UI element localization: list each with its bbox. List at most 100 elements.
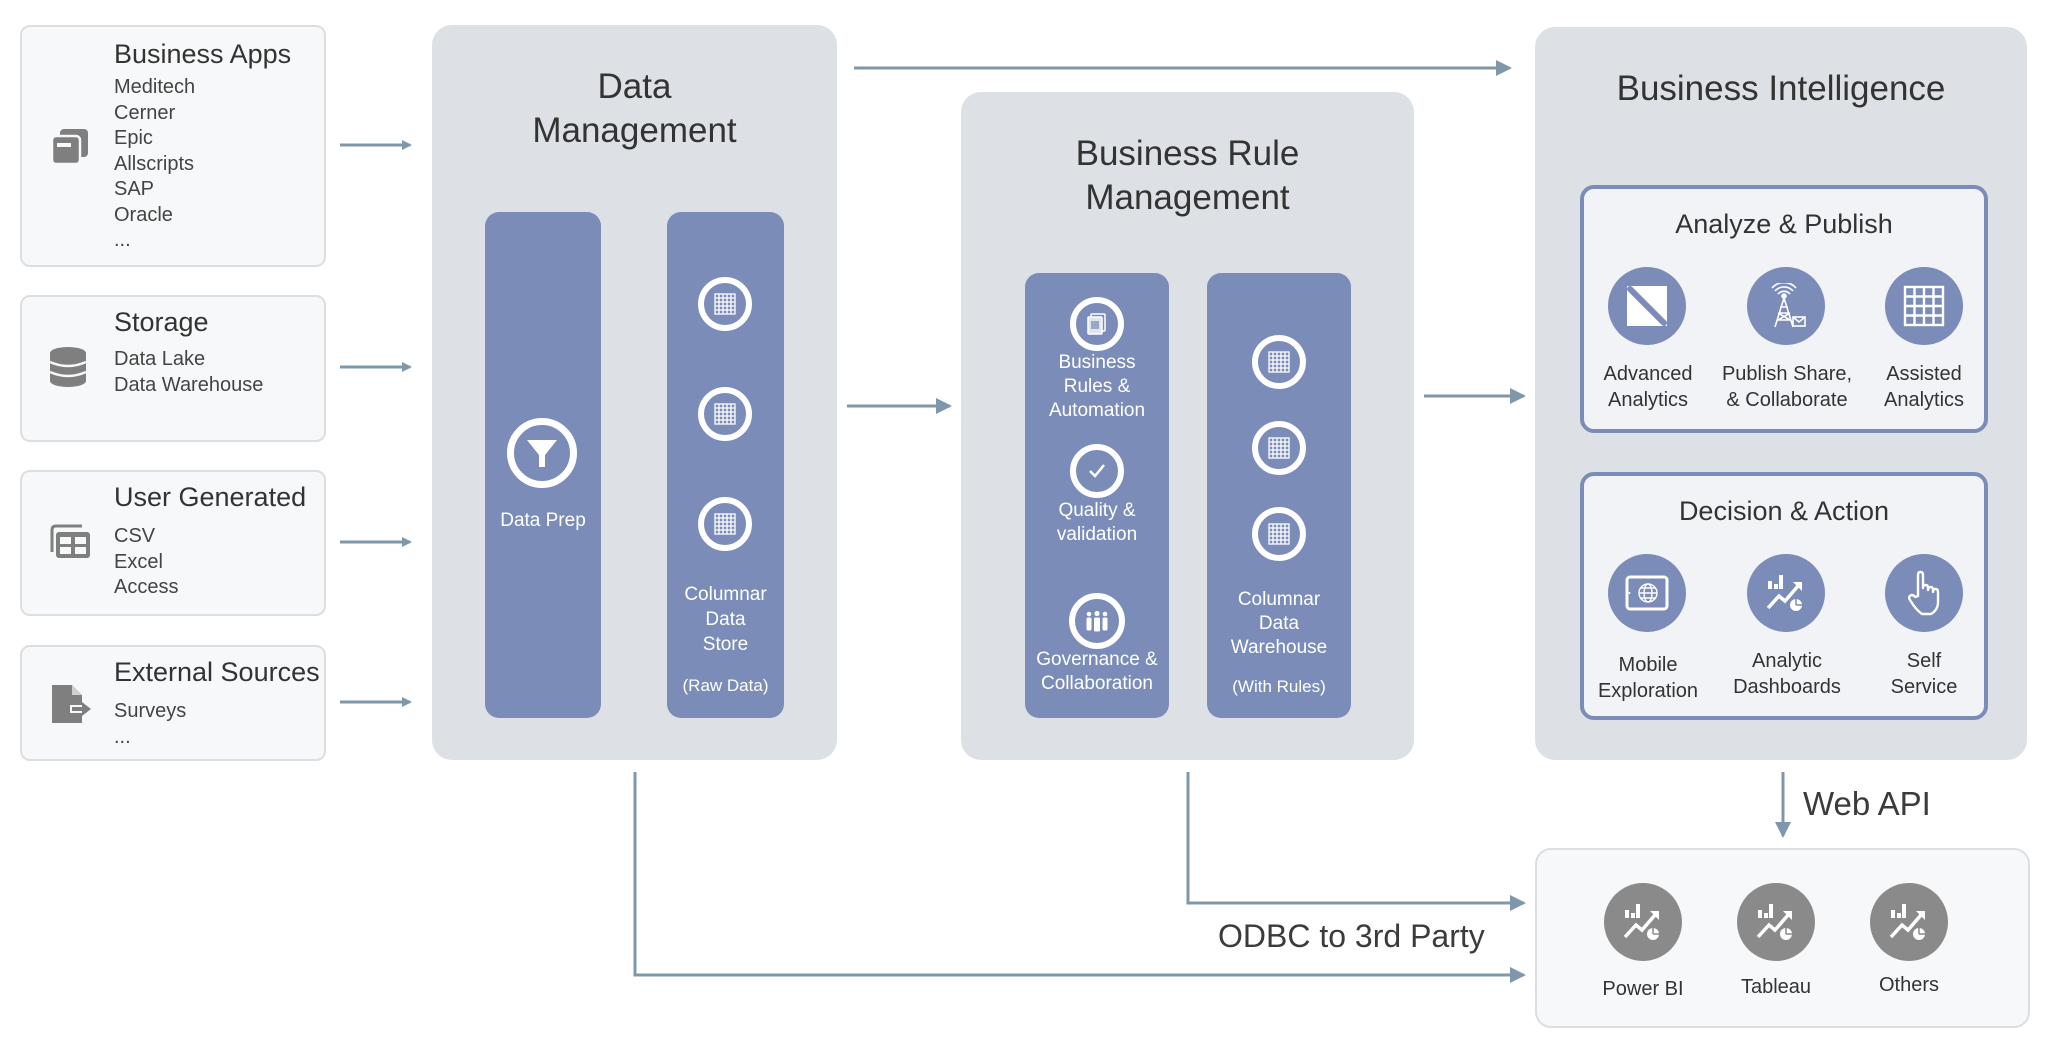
label-line: Governance & bbox=[1036, 649, 1158, 670]
with-rules-note: (With Rules) bbox=[1232, 677, 1326, 696]
table-grid-icon bbox=[1252, 421, 1306, 475]
label-line: Advanced bbox=[1603, 363, 1693, 385]
label-line: Exploration bbox=[1597, 680, 1699, 702]
label-line: Analytics bbox=[1883, 389, 1965, 411]
source-items: Surveys ... bbox=[114, 699, 186, 750]
label-line: Collaboration bbox=[1041, 673, 1153, 694]
data-prep-column: Data Prep bbox=[485, 212, 601, 718]
source-item: Cerner bbox=[114, 101, 176, 124]
source-title: External Sources bbox=[114, 657, 320, 687]
source-item: Oracle bbox=[114, 203, 173, 226]
label-line: Warehouse bbox=[1230, 637, 1328, 658]
odbc-label: ODBC to 3rd Party bbox=[1218, 918, 1485, 954]
label-line: Assisted bbox=[1886, 363, 1962, 385]
file-export-icon bbox=[52, 685, 91, 723]
source-title: Storage bbox=[114, 307, 209, 337]
label-line: validation bbox=[1056, 524, 1138, 545]
panel-title-line: Management bbox=[1085, 178, 1290, 217]
label-line: Data bbox=[1258, 613, 1300, 634]
label-line: Columnar bbox=[684, 584, 767, 605]
source-items: Meditech Cerner Epic Allscripts SAP Orac… bbox=[114, 75, 195, 254]
label-line: Analytics bbox=[1607, 389, 1689, 411]
table-grid-icon bbox=[1252, 335, 1306, 389]
arrow-brm-odbc bbox=[1186, 772, 1526, 911]
columnar-data-store-column: Columnar Data Store (Raw Data) bbox=[667, 212, 784, 718]
panel-title: Data Management bbox=[432, 65, 837, 153]
mobile-exploration-label: Mobile Exploration bbox=[1573, 652, 1723, 704]
box-title: Analyze & Publish bbox=[1675, 209, 1893, 239]
source-item: Meditech bbox=[114, 76, 196, 98]
label-line: Columnar bbox=[1237, 589, 1321, 610]
others-label: Others bbox=[1878, 974, 1940, 996]
business-rules-label: Business Rules & Automation bbox=[1025, 351, 1169, 423]
third-party-tools-box: Power BI Tableau Others bbox=[1535, 848, 2030, 1028]
assisted-analytics-label: Assisted Analytics bbox=[1849, 361, 1999, 413]
tablet-globe-icon[interactable] bbox=[1608, 554, 1686, 632]
governance-label: Governance & Collaboration bbox=[1025, 648, 1169, 696]
panel-title: Business Intelligence bbox=[1616, 69, 1946, 108]
funnel-icon bbox=[507, 418, 577, 488]
label-line: Service bbox=[1890, 676, 1958, 698]
people-group-icon bbox=[1069, 593, 1125, 649]
power-bi-label: Power BI bbox=[1602, 978, 1684, 1000]
business-rules-column: Business Rules & Automation Quality & va… bbox=[1025, 273, 1169, 718]
label-line: Dashboards bbox=[1733, 676, 1841, 698]
panel-title: Business Rule Management bbox=[961, 132, 1414, 220]
source-item: SAP bbox=[114, 178, 155, 200]
columnar-store-label: Columnar Data Store bbox=[667, 582, 784, 657]
hand-pointer-icon[interactable] bbox=[1885, 554, 1963, 632]
self-service-label: Self Service bbox=[1849, 648, 1999, 700]
chart-trend-icon[interactable] bbox=[1737, 883, 1815, 961]
raw-data-note: (Raw Data) bbox=[682, 676, 769, 695]
source-item: ... bbox=[114, 229, 131, 251]
label-line: Publish Share, bbox=[1721, 363, 1853, 385]
source-storage: Storage Data Lake Data Warehouse bbox=[20, 295, 326, 442]
label-line: Store bbox=[702, 634, 749, 655]
grid-icon[interactable] bbox=[1885, 267, 1963, 345]
arrow-dm-odbc bbox=[633, 772, 1526, 983]
source-items: Data Lake Data Warehouse bbox=[114, 347, 263, 398]
source-item: Surveys bbox=[114, 700, 187, 722]
analyze-publish-box: Analyze & Publish Advanced Analytics Pub… bbox=[1580, 185, 1988, 433]
database-icon bbox=[49, 347, 87, 387]
chart-trend-icon[interactable] bbox=[1604, 883, 1682, 961]
rules-document-icon bbox=[1070, 297, 1124, 351]
diagonal-square-icon[interactable] bbox=[1608, 267, 1686, 345]
table-grid-icon bbox=[698, 387, 752, 441]
box-title: Decision & Action bbox=[1678, 496, 1890, 526]
label-line: Automation bbox=[1048, 400, 1146, 421]
chart-trend-icon[interactable] bbox=[1747, 554, 1825, 632]
panel-title-line: Business Rule bbox=[1075, 134, 1300, 173]
columnar-warehouse-label: Columnar Data Warehouse bbox=[1207, 588, 1351, 660]
source-user-generated: User Generated CSV Excel Access bbox=[20, 470, 326, 616]
tableau-label: Tableau bbox=[1740, 976, 1812, 998]
data-management-panel: Data Management Data Prep Columnar Data … bbox=[432, 25, 837, 760]
panel-title-line: Data bbox=[597, 67, 672, 106]
source-title: User Generated bbox=[114, 482, 307, 512]
source-item: CSV bbox=[114, 525, 156, 547]
source-item: ... bbox=[114, 725, 131, 748]
source-item: Access bbox=[114, 576, 179, 598]
web-api-label: Web API bbox=[1803, 785, 1931, 822]
data-prep-label: Data Prep bbox=[500, 510, 586, 531]
advanced-analytics-label: Advanced Analytics bbox=[1573, 361, 1723, 413]
label-line: Self bbox=[1906, 650, 1942, 672]
label-line: Mobile bbox=[1618, 654, 1678, 676]
analytic-dashboards-label: Analytic Dashboards bbox=[1712, 648, 1862, 700]
source-items: CSV Excel Access bbox=[114, 524, 178, 601]
app-windows-icon bbox=[50, 129, 88, 166]
source-item: Epic bbox=[114, 127, 153, 149]
chart-trend-icon[interactable] bbox=[1870, 883, 1948, 961]
source-item: Excel bbox=[114, 550, 163, 573]
source-item: Data Warehouse bbox=[114, 373, 264, 396]
panel-title-line: Management bbox=[532, 111, 737, 150]
broadcast-tower-icon[interactable] bbox=[1747, 267, 1825, 345]
source-business-apps: Business Apps Meditech Cerner Epic Allsc… bbox=[20, 25, 326, 267]
table-grid-icon bbox=[1252, 507, 1306, 561]
label-line: Quality & bbox=[1058, 500, 1136, 521]
business-rule-management-panel: Business Rule Management Business Rules … bbox=[961, 92, 1414, 760]
source-external: External Sources Surveys ... bbox=[20, 645, 326, 761]
decision-action-box: Decision & Action Mobile Exploration Ana… bbox=[1580, 472, 1988, 720]
label-line: Analytic bbox=[1751, 650, 1823, 672]
